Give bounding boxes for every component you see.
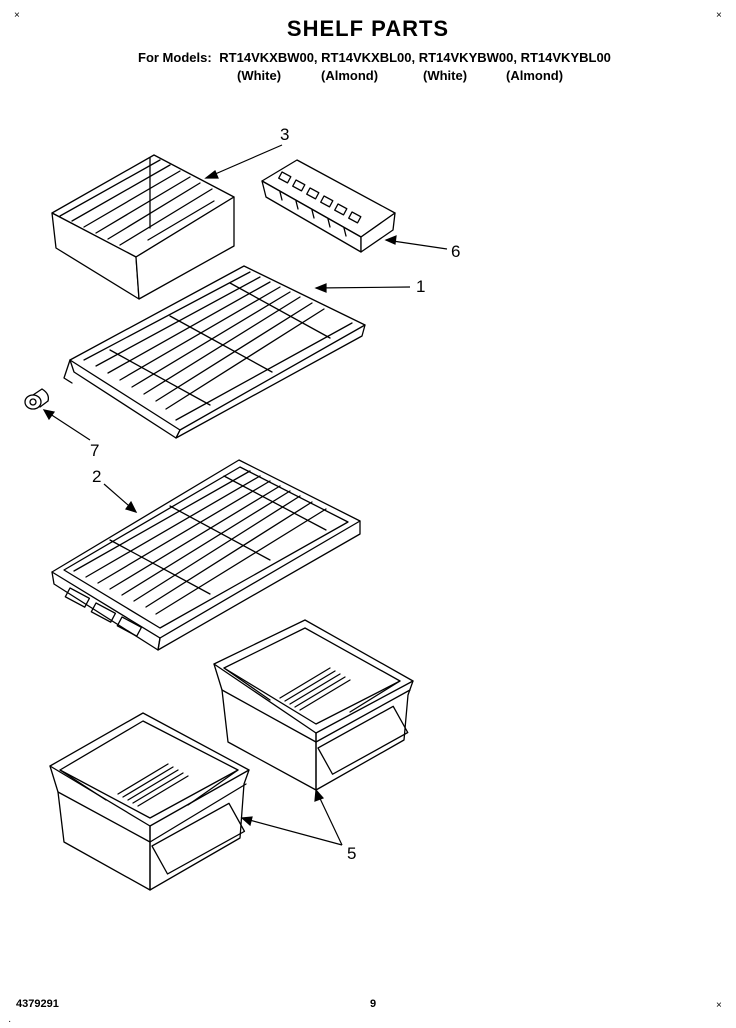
part-1-upper-shelf <box>63 265 366 439</box>
arrowhead <box>314 283 327 293</box>
model-finish: (Almond) <box>506 68 564 83</box>
corner-mark: × <box>716 1000 722 1011</box>
models-line: For Models: RT14VKXBW00, RT14VKXBL00, RT… <box>138 50 611 65</box>
leader-line <box>241 817 343 846</box>
part-5-crisper-drawer-right <box>213 619 414 791</box>
part-2-lower-shelf <box>51 459 361 651</box>
part-3-wire-bin <box>51 154 235 300</box>
callout-number: 1 <box>416 277 426 296</box>
page-number: 9 <box>370 998 377 1010</box>
model-number: RT14VKXBL00, <box>321 50 416 65</box>
part-5-crisper-drawer-left <box>49 712 250 891</box>
callout-number: 2 <box>92 467 102 486</box>
model-number: RT14VKYBW00, <box>418 50 517 65</box>
document-number: 4379291 <box>16 998 59 1010</box>
arrowhead <box>204 170 219 179</box>
model-finish: (Almond) <box>321 68 379 83</box>
callout-number: 7 <box>90 441 100 460</box>
corner-mark: × <box>14 10 20 21</box>
arrowhead <box>240 816 253 827</box>
arrowhead <box>314 788 325 802</box>
part-7-spacer <box>24 388 50 410</box>
model-number: RT14VKXBW00, <box>219 50 318 65</box>
arrowhead <box>42 409 56 421</box>
arrowhead <box>125 500 138 513</box>
callout-number: 5 <box>347 844 357 863</box>
model-number: RT14VKYBL00 <box>520 50 611 65</box>
leader-line <box>315 286 411 289</box>
leader-line <box>385 239 448 250</box>
part-6-ice-tray <box>261 159 396 253</box>
page-title: SHELF PARTS <box>286 16 450 41</box>
callout-number: 3 <box>280 125 290 144</box>
model-finish: (White) <box>423 68 468 83</box>
models-label: For Models: <box>138 50 212 65</box>
leader-line <box>205 144 283 179</box>
corner-mark: × <box>716 10 722 21</box>
callout-number: 6 <box>451 242 461 261</box>
arrowhead <box>384 235 397 245</box>
corner-mark: · <box>8 1016 12 1027</box>
model-finish: (White) <box>237 68 282 83</box>
